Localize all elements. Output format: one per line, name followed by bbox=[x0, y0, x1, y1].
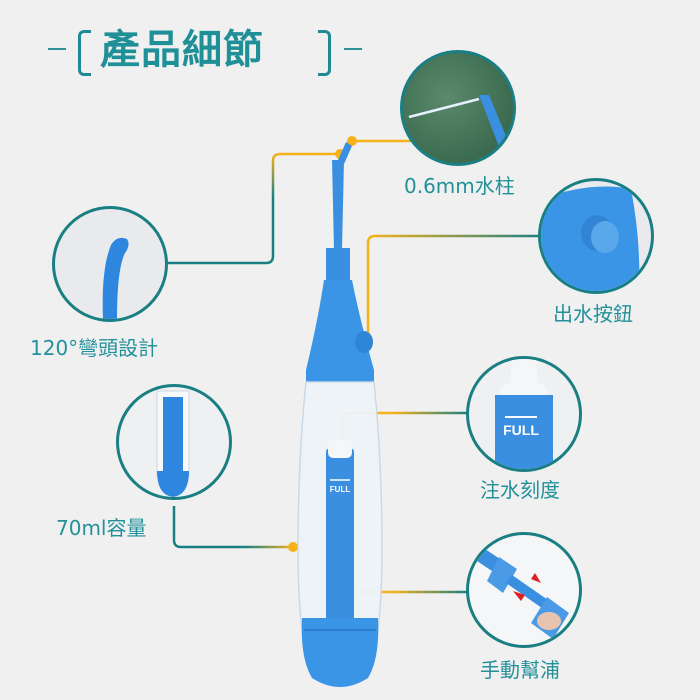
feature-label-fill-mark: 注水刻度 bbox=[480, 478, 560, 502]
manual-pump-icon bbox=[471, 545, 569, 639]
feature-circle-water-jet bbox=[400, 50, 516, 166]
title-dash-left bbox=[48, 48, 66, 50]
full-mark-label: FULL bbox=[503, 422, 539, 438]
feature-label-capacity: 70ml容量 bbox=[56, 516, 147, 540]
section-title: 產品細節 bbox=[48, 24, 368, 84]
water-jet-icon bbox=[408, 95, 513, 157]
feature-label-release-button: 出水按鈕 bbox=[553, 302, 633, 326]
feature-circle-fill-mark: FULL bbox=[466, 356, 582, 472]
bent-nozzle-icon bbox=[102, 237, 129, 319]
full-mark-text: FULL bbox=[330, 485, 351, 494]
title-bracket-left bbox=[78, 30, 91, 76]
reservoir-icon bbox=[156, 390, 190, 497]
feature-circle-manual-pump bbox=[466, 532, 582, 648]
feature-label-nozzle-bend: 120°彎頭設計 bbox=[30, 336, 159, 360]
title-dash-right bbox=[344, 48, 362, 50]
full-mark-icon: FULL bbox=[495, 359, 553, 469]
release-button-icon bbox=[541, 186, 640, 291]
title-bracket-right bbox=[318, 30, 331, 76]
water-flosser-product: FULL bbox=[297, 142, 383, 687]
feature-circle-nozzle-bend bbox=[52, 206, 168, 322]
feature-circle-release-button bbox=[538, 178, 654, 294]
feature-circle-capacity bbox=[116, 384, 232, 500]
feature-label-water-jet: 0.6mm水柱 bbox=[404, 174, 515, 198]
page-title: 產品細節 bbox=[100, 27, 264, 73]
feature-label-manual-pump: 手動幫浦 bbox=[480, 658, 560, 682]
